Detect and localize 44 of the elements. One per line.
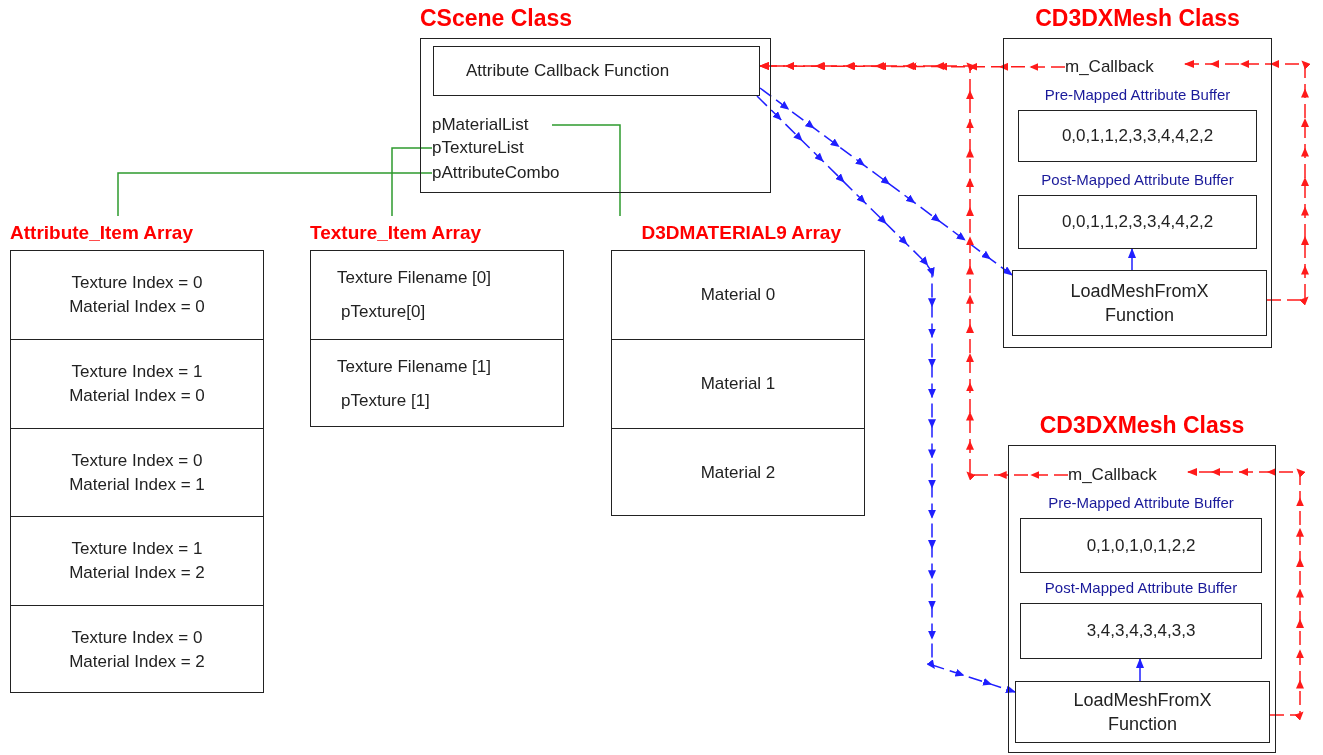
buffer-label: Post-Mapped Attribute Buffer [1043, 578, 1239, 598]
class-heading: CScene Class [420, 4, 573, 33]
class-heading: Texture_Item Array [310, 221, 482, 245]
buffer-label: Pre-Mapped Attribute Buffer [1043, 85, 1232, 105]
buffer-label: Post-Mapped Attribute Buffer [1040, 170, 1235, 190]
table-cell-text: Texture Filename [0] [337, 266, 492, 289]
connector-line [391, 147, 433, 217]
connector-line [117, 172, 433, 217]
class-heading: CD3DXMesh Class [1039, 411, 1245, 440]
table-cell-text: pTexture [1] [340, 389, 431, 412]
function-box: LoadMeshFromX Function [1015, 681, 1270, 743]
table-cell-text: pTexture[0] [340, 300, 427, 323]
buffer-label: Pre-Mapped Attribute Buffer [1047, 493, 1235, 513]
class-heading: Attribute_Item Array [10, 221, 193, 245]
table-cell-text: Texture Index = 0 Material Index = 0 [68, 271, 206, 318]
table-cell-text: Texture Index = 0 Material Index = 1 [68, 449, 206, 496]
dashed-arrow [1184, 60, 1310, 305]
dashed-arrow [759, 62, 1069, 480]
buffer-box: 0,0,1,1,2,3,3,4,4,2,2 [1018, 110, 1257, 162]
function-box: LoadMeshFromX Function [1012, 270, 1267, 336]
buffer-box: 0,0,1,1,2,3,3,4,4,2,2 [1018, 195, 1257, 249]
table-cell-text: Material 2 [699, 461, 777, 484]
table-cell-text: Texture Index = 0 Material Index = 2 [68, 626, 206, 673]
member-text: m_Callback [1065, 55, 1185, 79]
function-box: Attribute Callback Function [433, 46, 760, 96]
member-text: m_Callback [1068, 463, 1188, 487]
table-cell-text: Texture Filename [1] [337, 355, 492, 378]
member-text: pAttributeCombo [432, 162, 592, 184]
dashed-arrow [756, 95, 1016, 693]
table-cell-text: Material 1 [699, 373, 777, 395]
class-heading: CD3DXMesh Class [1035, 4, 1240, 33]
class-heading: D3DMATERIAL9 Array [641, 221, 841, 245]
member-text: pTextureList [432, 137, 552, 159]
arrow [1128, 248, 1136, 271]
table-cell-text: Material 0 [699, 283, 777, 306]
buffer-box: 3,4,3,4,3,4,3,3 [1020, 603, 1262, 659]
member-text: pMaterialList [432, 114, 552, 136]
dashed-arrow [759, 87, 1013, 276]
table-cell-text: Texture Index = 1 Material Index = 2 [68, 538, 206, 584]
buffer-box: 0,1,0,1,0,1,2,2 [1020, 518, 1262, 573]
arrow [1136, 658, 1144, 682]
connector-line [551, 124, 621, 217]
dashed-arrow [1187, 468, 1305, 720]
table-cell-text: Texture Index = 1 Material Index = 0 [68, 361, 206, 407]
